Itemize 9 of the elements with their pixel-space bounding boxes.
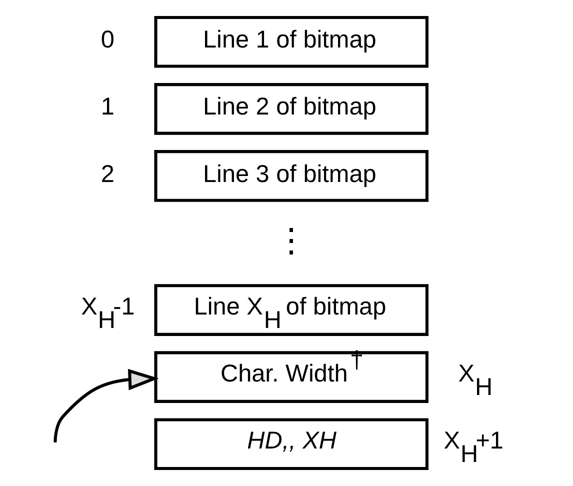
node-box: Line 2 of bitmap <box>154 83 428 135</box>
node-label: 1 <box>100 94 114 121</box>
node-box: Line 3 of bitmap <box>154 150 428 202</box>
node-label: 0 <box>100 26 114 54</box>
node-box: HD,, XH <box>154 418 428 470</box>
label: ⋮ <box>274 222 308 260</box>
node-box: Line 1 of bitmap <box>154 16 428 68</box>
node-label: 2 <box>100 160 114 188</box>
arrow <box>53 368 158 442</box>
